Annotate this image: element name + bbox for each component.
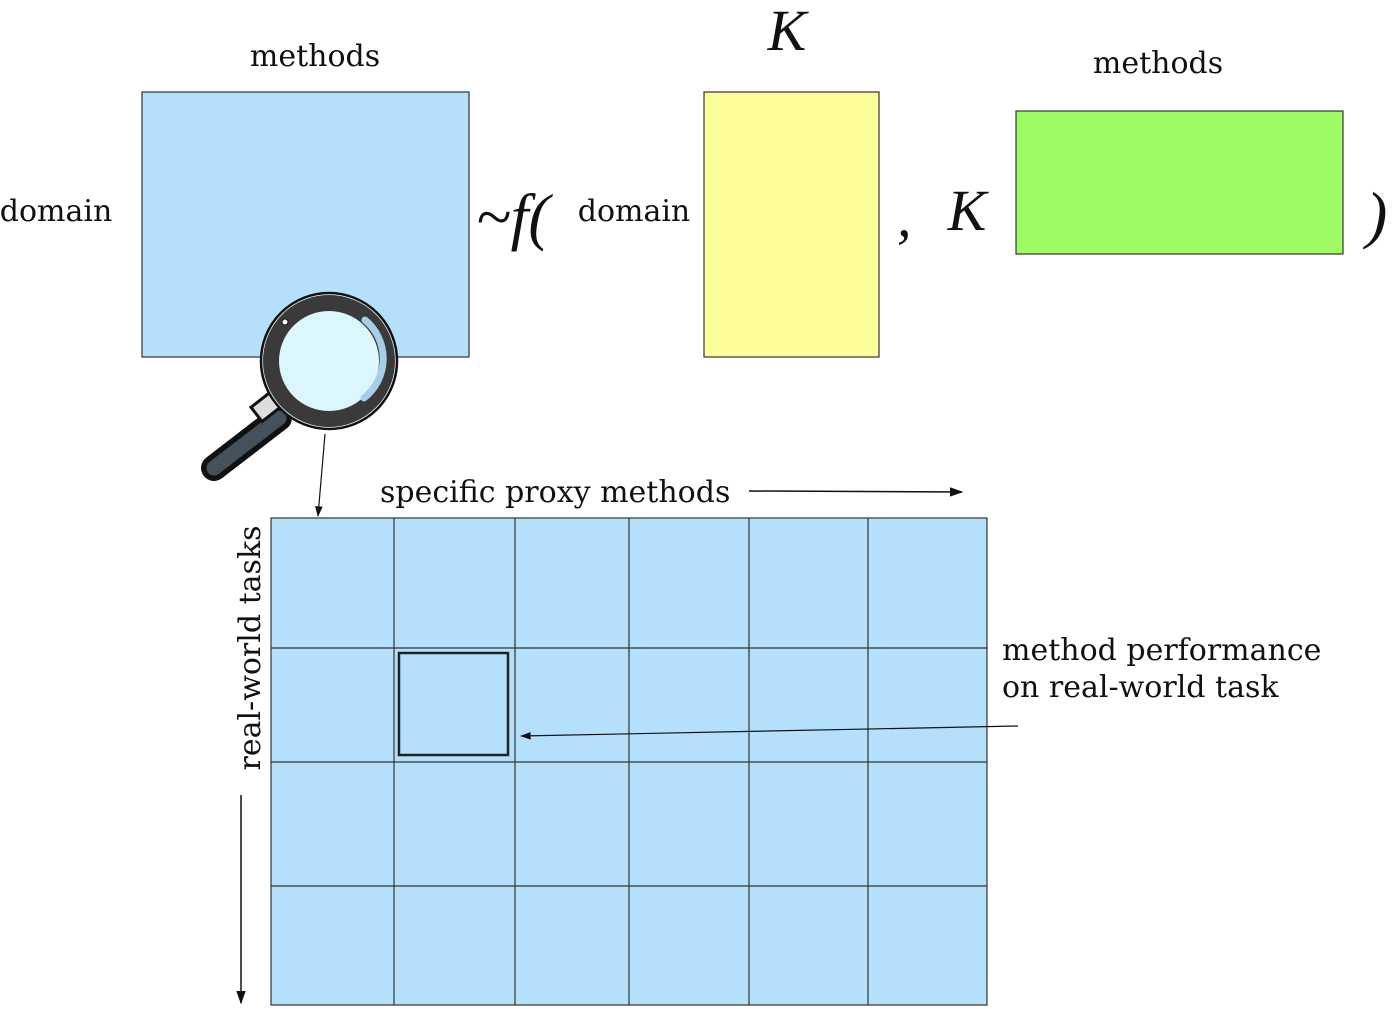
right-factor-row-label: K	[947, 178, 990, 243]
close-paren: )	[1362, 179, 1387, 250]
left-factor-col-label: K	[767, 0, 810, 63]
left-factor-row-label: domain	[578, 194, 691, 229]
highlighted-cell	[397, 651, 510, 757]
zoom-arrow	[315, 433, 326, 518]
row-axis-label: real-world tasks	[233, 525, 268, 770]
right-factor-matrix	[1015, 110, 1344, 255]
right-factor-col-label: methods	[1093, 46, 1223, 81]
col-axis-label: specific proxy methods	[380, 475, 730, 510]
callout-line-2: on real-world task	[1002, 670, 1279, 705]
full-matrix-row-label: domain	[0, 194, 112, 229]
comma: ,	[897, 184, 912, 249]
callout-arrow	[519, 725, 1019, 740]
left-factor-matrix	[703, 91, 880, 358]
magnifying-glass-icon	[201, 291, 399, 481]
zoom-grid	[270, 517, 988, 1006]
tilde-f: ~f(	[476, 181, 553, 252]
full-matrix-col-label: methods	[250, 39, 380, 74]
col-axis-arrow	[748, 487, 964, 497]
callout-line-1: method performance	[1002, 633, 1321, 668]
